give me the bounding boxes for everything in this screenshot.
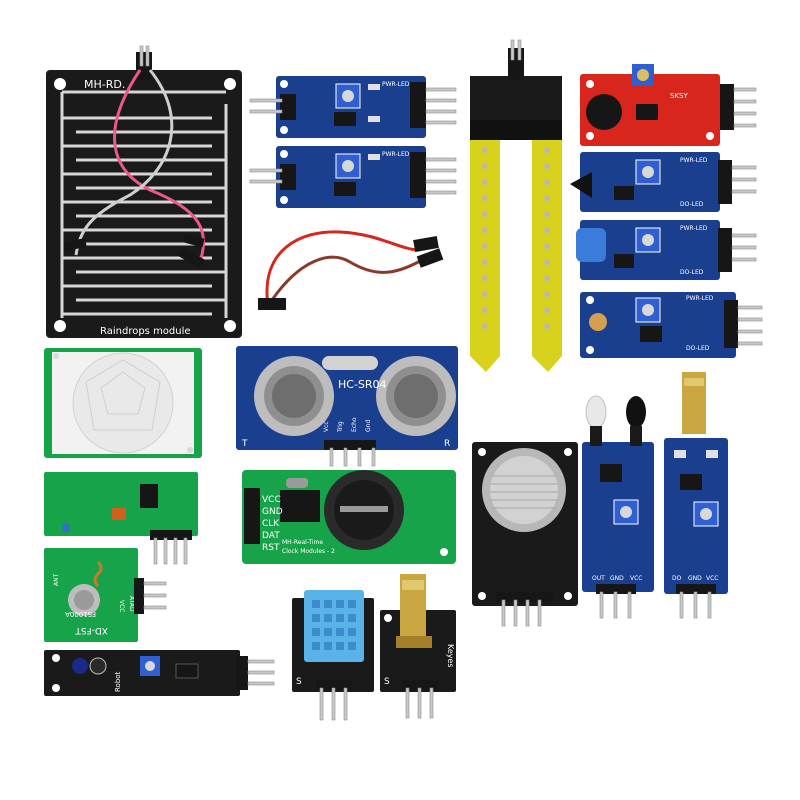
soil-moisture-probe [470, 39, 562, 372]
do-led-label-5: DO-LED [686, 345, 710, 352]
pwr-led-label-1: PWR-LED [382, 81, 410, 88]
pwr-led-label-2: PWR-LED [382, 151, 410, 158]
laser-emitter-module: Keyes S [380, 574, 456, 719]
tilt-gnd-label: GND [688, 575, 702, 582]
ir-out-label: OUT [592, 575, 605, 582]
rf-bottom-label: XD-FST [75, 625, 108, 635]
hcsr04-echo-label: Echo [351, 417, 358, 432]
flame-sensor-module: PWR-LED DO-LED [570, 152, 757, 212]
tilt-do-label: DO [672, 575, 682, 582]
laser-keyes-label: Keyes [446, 644, 455, 668]
rf-transmitter-fs1000a: ANT FS1000A VCC ATAD XD-FST [44, 548, 167, 642]
jumper-wire-grey [74, 69, 174, 256]
laser-s-label: S [384, 677, 390, 687]
red-sound-sensor-module: SKSY [580, 64, 757, 146]
rtc-clk-label: CLK [262, 519, 280, 529]
rf-chip-label: FS1000A [65, 610, 96, 618]
rf-ant-label: ANT [53, 573, 60, 586]
dht-s-label: S [296, 677, 302, 687]
photoresistor-module: PWR-LED DO-LED [580, 292, 763, 358]
tilt-switch-module: PWR-LED DO-LED [576, 220, 757, 280]
line-tracking-module: Robot [44, 650, 275, 696]
ir-gnd-label: GND [610, 575, 624, 582]
ir-vcc-label: VCC [630, 575, 642, 582]
raindrops-bottom-label: Raindrops module [100, 326, 191, 337]
sound-chip-label: SKSY [670, 92, 688, 100]
raindrops-top-label: MH-RD. [84, 78, 125, 91]
tilt-vcc-label: VCC [706, 575, 718, 582]
dht11-module: S [292, 590, 374, 721]
blue-comparator-module-top: PWR-LED [249, 76, 457, 138]
robot-label: Robot [114, 671, 122, 692]
hcsr04-label: HC-SR04 [338, 378, 387, 391]
rf-atad-label: ATAD [128, 596, 135, 612]
infrared-obstacle-module: OUT GND VCC [582, 395, 654, 619]
rtc-rst-label: RST [262, 543, 280, 553]
pwr-led-label-4: PWR-LED [680, 225, 708, 232]
rtc-title-line1: MH-Real-Time [282, 539, 323, 546]
rtc-vcc-label: VCC [262, 495, 281, 505]
vibration-tilt-module: DO GND VCC [664, 372, 728, 619]
loose-jumper-wires [258, 230, 444, 310]
raindrops-module: MH-RD. Raindrops module [46, 45, 242, 338]
do-led-label-4: DO-LED [680, 269, 704, 276]
do-led-label-3: DO-LED [680, 201, 704, 208]
hcsr04-gnd-label: Gnd [365, 420, 372, 432]
rtc-title-line2: Clock Modules - 2 [282, 548, 335, 555]
pwr-led-label-3: PWR-LED [680, 157, 708, 164]
hcsr04-trig-label: Trig [337, 421, 344, 433]
rf-receiver-module [44, 472, 198, 565]
rtc-gnd-label: GND [262, 507, 283, 517]
mq-gas-sensor-module [472, 442, 578, 627]
blue-comparator-module-second: PWR-LED [249, 146, 457, 208]
hcsr04-vcc-label: Vcc [323, 421, 330, 432]
hc-sr04-ultrasonic-sensor: HC-SR04 Vcc Trig Echo Gnd T R [236, 346, 458, 467]
rf-vcc-label: VCC [118, 600, 125, 612]
rtc-clock-module: VCC GND CLK DAT RST MH-Real-Time Clock M… [242, 470, 456, 564]
pir-motion-sensor [44, 348, 202, 458]
hcsr04-t-label: T [241, 439, 248, 449]
pwr-led-label-5: PWR-LED [686, 295, 714, 302]
jumper-wire-pink [113, 69, 205, 263]
rtc-dat-label: DAT [262, 531, 280, 541]
hcsr04-r-label: R [444, 439, 450, 449]
